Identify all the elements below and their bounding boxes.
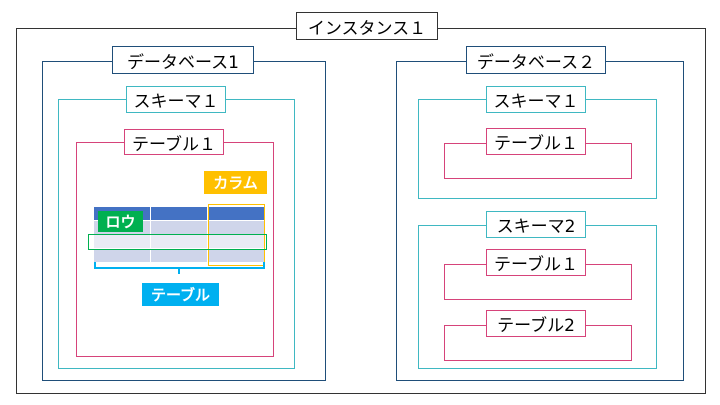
- database1-label: データベース1: [112, 46, 254, 74]
- db2-schema2-table1-label: テーブル１: [486, 249, 586, 276]
- instance-label: インスタンス１: [296, 12, 438, 40]
- database2-label: データベース２: [466, 46, 606, 74]
- grid-row: [94, 249, 265, 262]
- db2-schema1-label: スキーマ１: [486, 86, 586, 113]
- db2-schema2-table2-label: テーブル2: [486, 310, 586, 337]
- table-bracket-tick: [178, 268, 180, 274]
- db1-table1-label: テーブル１: [124, 129, 224, 155]
- row-highlight: [88, 234, 267, 250]
- table-tag: テーブル: [142, 283, 219, 306]
- grid-row: [94, 235, 265, 248]
- column-highlight: [208, 204, 265, 266]
- db1-schema1-label: スキーマ１: [126, 86, 226, 113]
- db2-schema2-label: スキーマ2: [486, 211, 586, 238]
- column-tag: カラム: [204, 171, 267, 194]
- row-tag: ロウ: [98, 211, 143, 232]
- db2-schema1-table1-label: テーブル１: [486, 128, 586, 155]
